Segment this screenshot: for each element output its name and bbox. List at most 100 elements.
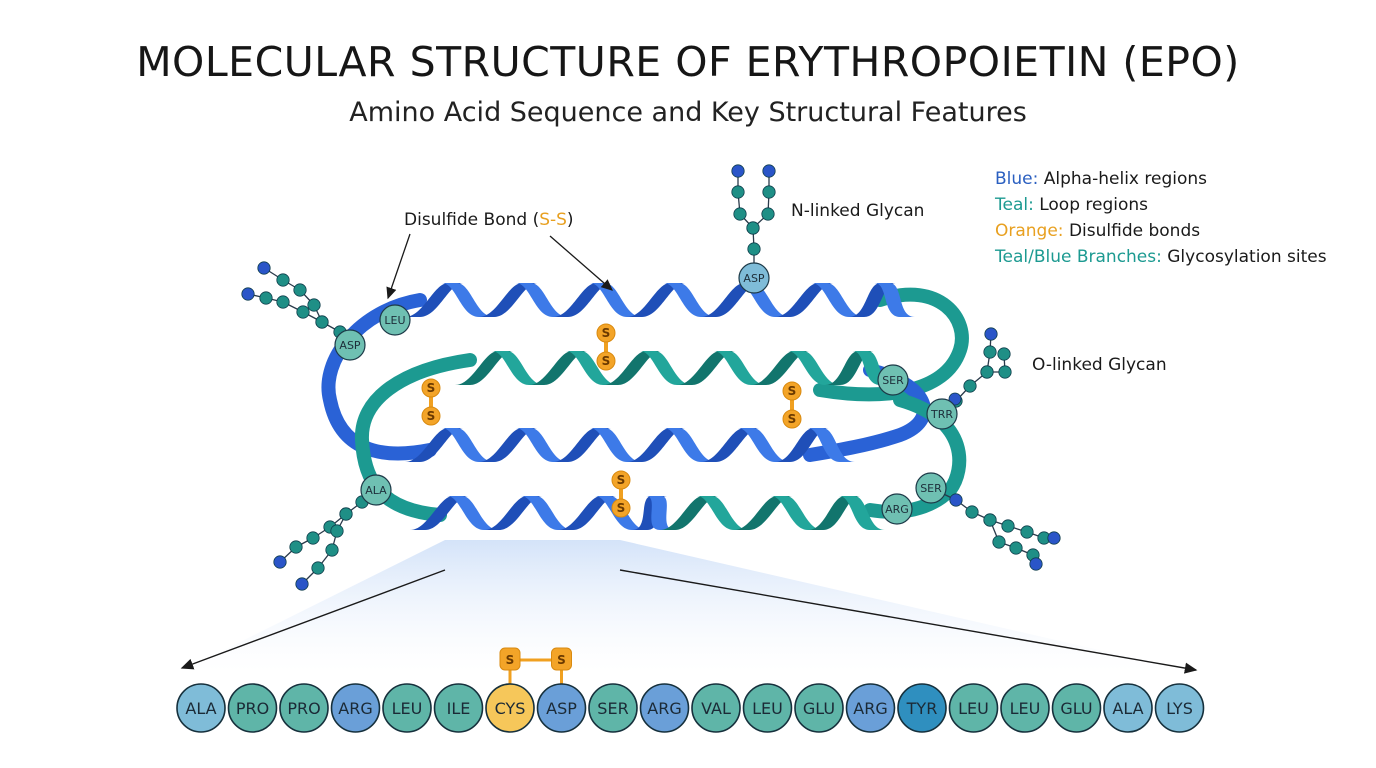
sequence-residue-circle [176, 683, 226, 733]
helix-turn-back [603, 351, 661, 385]
helix-turn-front [812, 283, 864, 317]
loop-left-outer [321, 293, 437, 461]
helix-turn-front [839, 496, 885, 530]
helix-turn-front [771, 496, 823, 530]
residue-ser: SER [877, 364, 909, 396]
sugar-unit [1047, 531, 1061, 545]
sequence-residue-label: ILE [447, 699, 471, 718]
sugar-unit [289, 540, 303, 554]
sulfur-atom [596, 323, 616, 343]
legend: Blue: Alpha-helix regions Teal: Loop reg… [995, 166, 1327, 270]
sugar-unit [980, 365, 994, 379]
sequence-residue-leu: LEU [948, 683, 999, 733]
residue-circle [334, 329, 366, 361]
helix-turn-back [484, 496, 542, 530]
n-glycan-callout: N-linked Glycan [791, 201, 925, 221]
helix-a [405, 283, 915, 317]
helix-turn-back [775, 283, 833, 317]
sequence-residue-circle [897, 683, 947, 733]
sugar-unit [998, 365, 1012, 379]
loop-left-inner [354, 353, 477, 522]
helix-turn-back [455, 351, 513, 385]
sequence-residue-label: ASP [546, 699, 577, 718]
residue-circle [738, 262, 770, 294]
legend-key: Teal/Blue Branches: [995, 247, 1162, 267]
disulfide-bond-top: SS [596, 323, 616, 371]
residue-label: SER [920, 482, 942, 495]
sequence-residue-arg: ARG [330, 683, 381, 733]
sugar-unit [306, 531, 320, 545]
sequence-residue-circle [1103, 683, 1153, 733]
sequence-residue-label: CYS [495, 699, 526, 718]
sugar-unit [963, 379, 977, 393]
helix-turn-front [516, 283, 568, 317]
disulfide-callout-suffix: ) [566, 210, 574, 230]
sequence-residue-label: LEU [958, 699, 989, 718]
helix-turn-back [751, 351, 809, 385]
sulfur-atom [782, 409, 802, 429]
sequence-residue-circle [227, 683, 278, 733]
helix-turn-front [492, 351, 544, 385]
sequence-residue-label: PRO [236, 699, 269, 718]
legend-text: Loop regions [1033, 195, 1149, 215]
sequence-residue-circle [1051, 683, 1102, 733]
helix-turn-front [738, 428, 790, 462]
sulfur-atom [596, 351, 616, 371]
sugar-unit [307, 298, 321, 312]
residue-circle [915, 472, 947, 504]
sequence-residue-val: VAL [691, 683, 741, 733]
legend-item-helix: Blue: Alpha-helix regions [995, 166, 1327, 192]
residue-circle [360, 474, 392, 506]
sugar-unit [983, 513, 997, 527]
sugar-unit [746, 221, 760, 235]
sequence-residue-label: LEU [1010, 699, 1041, 718]
sequence-residue-circle [639, 683, 690, 733]
sugar-unit [315, 315, 329, 329]
sugar-unit [311, 561, 325, 575]
residue-ala: ALA [360, 474, 392, 506]
helix-turn-back [660, 496, 718, 530]
sulfur-label: S [788, 412, 797, 426]
sequence-residue-circle [794, 683, 844, 733]
helix-turn-back [808, 496, 860, 530]
helix-turn-front [697, 496, 749, 530]
sequence-residue-circle [485, 683, 535, 733]
sulfur-label: S [427, 409, 436, 423]
zoom-arrow-right [619, 569, 1198, 674]
helix-turn-front [807, 428, 855, 462]
sulfur-atom [499, 647, 521, 671]
sulfur-atom [611, 470, 631, 490]
helix-turn-front [664, 428, 716, 462]
disulfide-callout: Disulfide Bond (S-S) [404, 210, 574, 230]
page-subtitle: Amino Acid Sequence and Key Structural F… [349, 97, 1027, 128]
sequence-residue-arg: ARG [639, 683, 690, 733]
residue-circle [881, 493, 913, 525]
sequence-residue-label: PRO [287, 699, 320, 718]
sequence-residue-circle [536, 683, 587, 733]
sequence-residue-lys: LYS [1154, 683, 1205, 733]
sulfur-label: S [602, 326, 611, 340]
sulfur-atom [421, 406, 441, 426]
loop-right-middle [803, 363, 931, 462]
helix-turn-front [590, 428, 642, 462]
sulfur-label: S [602, 354, 611, 368]
helix-turn-front [646, 496, 675, 530]
disulfide-callout-arrow-1 [386, 233, 411, 300]
helix-turn-back [627, 283, 685, 317]
sequence-residue-circle [1154, 683, 1205, 733]
legend-key: Orange: [995, 221, 1064, 241]
sequence-residue-label: TYR [906, 699, 938, 718]
residue-label: SER [882, 374, 904, 387]
sugar-unit [747, 242, 761, 256]
residue-label: ASP [743, 272, 765, 285]
sequence-residue-ala: ALA [1103, 683, 1153, 733]
sequence-residue-label: SER [597, 699, 628, 718]
disulfide-bond-bottom: SS [611, 470, 631, 518]
sugar-unit [293, 283, 307, 297]
sequence-residue-label: GLU [1060, 699, 1092, 718]
sugar-unit [949, 493, 963, 507]
o-glycan-callout: O-linked Glycan [1032, 355, 1167, 375]
residue-label: TRR [930, 408, 953, 421]
helix-turn-front [442, 283, 494, 317]
residue-leu: LEU [379, 304, 411, 336]
